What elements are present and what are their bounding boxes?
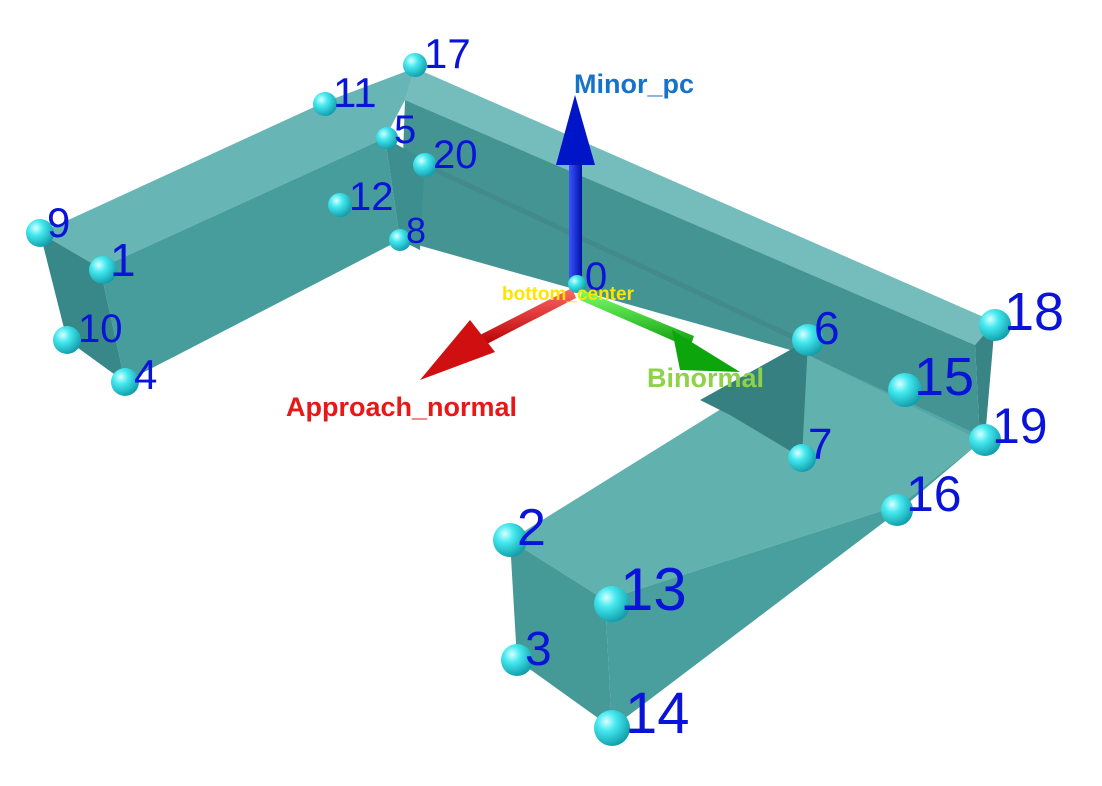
inner-ridge	[423, 162, 797, 341]
point-label-4: 4	[134, 351, 157, 398]
point-label-19: 19	[992, 398, 1048, 454]
point-label-9: 9	[47, 199, 70, 246]
back-top-face	[405, 68, 995, 345]
point-label-3: 3	[525, 623, 552, 676]
approach-normal-arrow	[420, 288, 576, 380]
point-marker-11	[313, 92, 337, 116]
inner-wall-face	[700, 340, 808, 458]
approach-normal-label: Approach_normal	[286, 392, 517, 422]
point-label-2: 2	[517, 499, 546, 557]
binormal-arrow	[580, 290, 740, 372]
point-label-13: 13	[620, 556, 687, 623]
point-marker-14	[594, 710, 630, 746]
point-marker-15	[888, 373, 922, 407]
bottom-center-label: bottom_center	[502, 284, 635, 305]
point-label-5: 5	[394, 108, 416, 152]
point-label-16: 16	[906, 466, 962, 522]
left-top-face	[40, 68, 415, 268]
point-label-20: 20	[433, 133, 478, 177]
point-marker-7	[788, 444, 816, 472]
point-marker-1	[89, 256, 117, 284]
back-end-face	[975, 322, 995, 440]
point-label-8: 8	[406, 210, 426, 251]
binormal-label: Binormal	[647, 363, 764, 393]
point-label-0: 0	[585, 255, 607, 299]
point-label-12: 12	[349, 175, 394, 219]
minor-pc-arrow	[556, 95, 595, 280]
axes	[420, 95, 740, 380]
point-label-7: 7	[808, 420, 832, 469]
point-marker-6	[792, 324, 824, 356]
point-marker-12	[328, 193, 352, 217]
point-marker-0	[568, 275, 586, 293]
point-marker-4	[111, 368, 139, 396]
point-label-1: 1	[110, 234, 136, 286]
point-marker-8	[389, 229, 411, 251]
point-marker-5	[376, 127, 398, 149]
point-label-6: 6	[814, 302, 840, 354]
point-marker-9	[26, 219, 54, 247]
back-front-face	[400, 100, 980, 440]
point-marker-3	[501, 644, 533, 676]
box-faces	[40, 68, 995, 728]
right-end-face	[510, 540, 612, 728]
point-marker-2	[493, 523, 527, 557]
point-label-15: 15	[914, 347, 974, 407]
left-end-face	[40, 233, 125, 382]
point-label-18: 18	[1004, 282, 1064, 342]
point-marker-17	[403, 53, 427, 77]
left-front-face	[100, 138, 400, 382]
point-marker-10	[53, 326, 81, 354]
point-marker-16	[881, 494, 913, 526]
minor-pc-label: Minor_pc	[574, 69, 694, 99]
point-label-14: 14	[625, 681, 690, 746]
point-marker-20	[413, 153, 437, 177]
point-label-10: 10	[78, 307, 123, 351]
point-marker-13	[594, 586, 630, 622]
point-label-11: 11	[333, 69, 377, 116]
point-marker-18	[979, 309, 1011, 341]
right-top-face	[510, 355, 985, 600]
point-label-17: 17	[424, 30, 471, 77]
point-marker-19	[969, 424, 1001, 456]
